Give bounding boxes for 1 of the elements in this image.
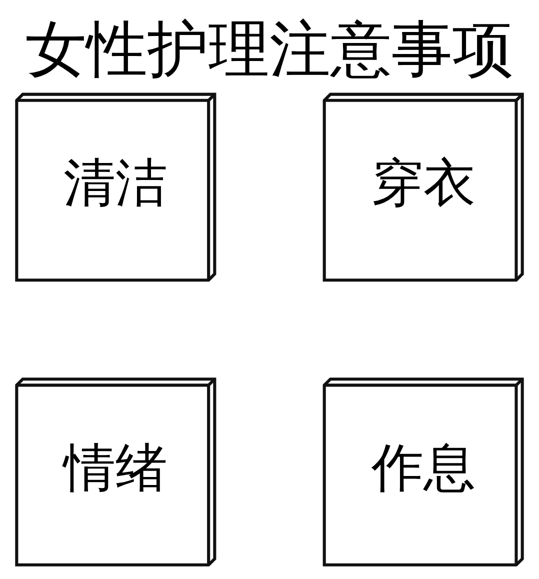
diagram-title: 女性护理注意事项 xyxy=(26,13,514,84)
